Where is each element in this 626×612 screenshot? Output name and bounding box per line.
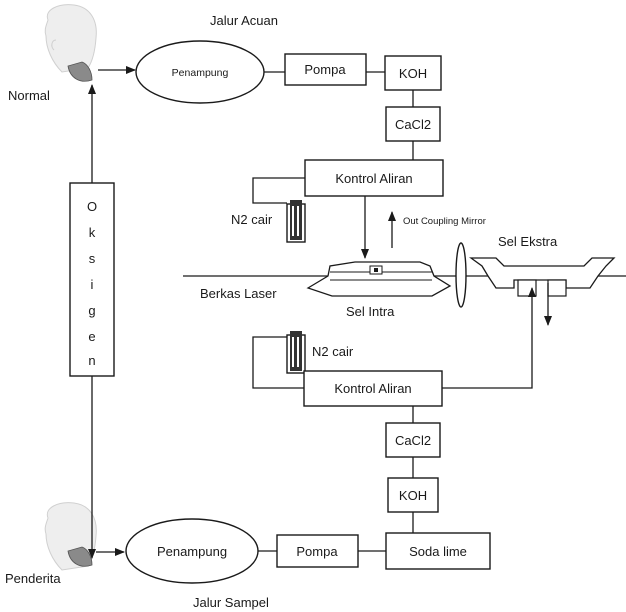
- kontrol-to-selekstra-arrow: [442, 287, 536, 389]
- cacl2-top-box: [385, 106, 441, 142]
- n2-trap-bottom-icon: [286, 331, 306, 374]
- n2-top-label: N2 cair: [231, 212, 273, 227]
- oksigen-letter: k: [89, 225, 96, 240]
- out-coupling-mirror-icon: [455, 242, 467, 308]
- soda-lime-label: Soda lime: [409, 544, 467, 559]
- sel-intra-label: Sel Intra: [346, 304, 395, 319]
- kontrol-top-box: [304, 159, 444, 197]
- soda-lime-box: [385, 532, 491, 570]
- oksigen-letter: O: [87, 199, 97, 214]
- oksigen-letter: i: [91, 277, 94, 292]
- normal-person-icon: [44, 4, 97, 82]
- cacl2-bottom-label: CaCl2: [395, 433, 431, 448]
- sel-ekstra-label: Sel Ekstra: [498, 234, 558, 249]
- jalur-sampel-label: Jalur Sampel: [193, 595, 269, 610]
- koh-bottom-label: KOH: [399, 488, 427, 503]
- kontrol-n2-loop: [252, 177, 305, 204]
- oksigen-letters: O k s i g e n: [87, 199, 97, 368]
- penampung-bottom-ellipse: [125, 518, 259, 584]
- oksigen-letter: e: [88, 329, 95, 344]
- oksigen-letter: g: [88, 303, 95, 318]
- jalur-acuan-label: Jalur Acuan: [210, 13, 278, 28]
- kontrol-bottom-label: Kontrol Aliran: [334, 381, 411, 396]
- berkas-laser-label: Berkas Laser: [200, 286, 277, 301]
- penderita-person-icon: [44, 502, 97, 571]
- oksigen-letter: s: [89, 251, 96, 266]
- pompa-bottom-box: [276, 534, 359, 568]
- pompa-top-label: Pompa: [304, 62, 346, 77]
- out-coupling-label: Out Coupling Mirror: [403, 216, 486, 227]
- normal-label: Normal: [8, 88, 50, 103]
- n2-bottom-label: N2 cair: [312, 344, 354, 359]
- kontrol-top-label: Kontrol Aliran: [335, 171, 412, 186]
- penderita-label: Penderita: [5, 571, 61, 586]
- koh-top-label: KOH: [399, 66, 427, 81]
- oksigen-box: [69, 182, 115, 377]
- oksigen-letter: n: [88, 353, 95, 368]
- cacl2-top-label: CaCl2: [395, 117, 431, 132]
- pompa-bottom-label: Pompa: [296, 544, 338, 559]
- sel-ekstra-cell: [469, 257, 616, 297]
- sel-intra-cell: [306, 261, 452, 297]
- penampung-top-label: Penampung: [172, 67, 229, 79]
- n2-trap-top-icon: [286, 200, 306, 243]
- n2-kontrol-loop: [252, 336, 304, 389]
- pompa-top-box: [284, 53, 367, 86]
- koh-bottom-box: [387, 477, 439, 513]
- penampung-bottom-label: Penampung: [157, 544, 227, 559]
